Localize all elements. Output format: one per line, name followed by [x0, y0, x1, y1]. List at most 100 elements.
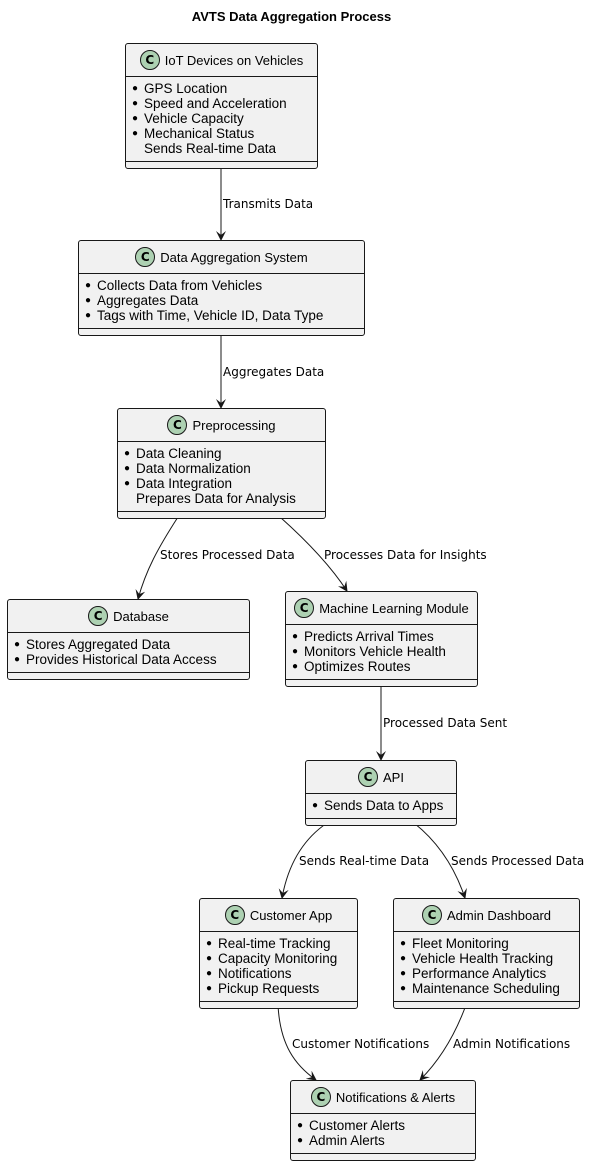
class-c-icon: C [358, 767, 379, 787]
attribute-text: Optimizes Routes [304, 659, 411, 674]
edge-label-api-customer: Sends Real-time Data [299, 854, 429, 868]
bullet-icon: ● [132, 113, 139, 124]
class-name: IoT Devices on Vehicles [164, 52, 304, 68]
class-methods [291, 1153, 475, 1160]
attribute-row: ●Maintenance Scheduling [400, 981, 573, 996]
class-c-icon: C [135, 247, 156, 267]
edge-preprocessing-ml [279, 516, 348, 592]
class-attributes: ●Data Cleaning●Data Normalization●Data I… [118, 442, 325, 511]
class-methods [306, 818, 456, 825]
attribute-text: Notifications [218, 966, 292, 981]
class-attributes: ● Fleet Monitoring ● Vehicle Health Trackin… [394, 932, 579, 1001]
attribute-row: ●Pickup Requests [206, 981, 351, 996]
class-name: Data Aggregation System [160, 249, 308, 265]
bullet-icon: ● [400, 983, 407, 994]
class-methods [394, 1001, 579, 1008]
class-attributes: ●GPS Location●Speed and Acceleration●Veh… [126, 77, 317, 161]
attribute-text: Tags with Time, Vehicle ID, Data Type [97, 308, 324, 323]
note-text: Sends Real-time Data [144, 141, 277, 156]
attribute-text: Vehicle Capacity [144, 111, 244, 126]
attribute-text: Provides Historical Data Access [26, 652, 217, 667]
diagram-title: AVTS Data Aggregation Process [191, 9, 392, 24]
class-methods [118, 511, 325, 518]
note-indent [132, 141, 144, 156]
attribute-row: ●Aggregates Data [85, 293, 358, 308]
bullet-icon: ● [14, 639, 21, 650]
attribute-row: ●GPS Location [132, 81, 311, 96]
class-name: Admin Dashboard [446, 907, 552, 923]
edge-label-preprocessing-ml: Processes Data for Insights [324, 548, 487, 562]
attribute-row: ●Predicts Arrival Times [292, 629, 471, 644]
edge-customer-notifications [277, 1004, 317, 1081]
attribute-row: ●Capacity Monitoring [206, 951, 351, 966]
attribute-row: ●Real-time Tracking [206, 936, 351, 951]
edge-label-preprocessing-database: Stores Processed Data [160, 548, 295, 562]
class-c-icon: C [310, 1087, 331, 1107]
attribute-text: Data Integration [136, 476, 233, 491]
bullet-icon: ● [85, 310, 92, 321]
edge-label-admin-notifications: Admin Notifications [453, 1037, 570, 1051]
attribute-text: Speed and Acceleration [144, 96, 287, 111]
attribute-row: ●Notifications [206, 966, 351, 981]
edge-api-customer [278, 822, 328, 899]
class-name: Database [113, 608, 169, 624]
bullet-icon: ● [292, 661, 299, 672]
class-attributes: ● Sends Data to Apps [306, 794, 456, 818]
edge-preprocessing-database [135, 516, 179, 600]
attribute-text: Real-time Tracking [218, 936, 331, 951]
attribute-row: ●Admin Alerts [297, 1133, 469, 1148]
class-name: Preprocessing [192, 417, 276, 433]
class-name: Customer App [249, 907, 333, 923]
attribute-text: Mechanical Status [144, 126, 255, 141]
attribute-text: Data Cleaning [136, 446, 222, 461]
edge-admin-notifications [419, 1004, 467, 1081]
attribute-row: ●Data Cleaning [124, 446, 319, 461]
class-attributes: ●Customer Alerts●Admin Alerts [291, 1114, 475, 1153]
class-name: Machine Learning Module [319, 600, 469, 616]
attribute-text: Pickup Requests [218, 981, 320, 996]
bullet-icon: ● [400, 953, 407, 964]
attribute-text: Predicts Arrival Times [304, 629, 434, 644]
bullet-icon: ● [124, 463, 131, 474]
attribute-text: Vehicle Health Tracking [412, 951, 554, 966]
class-attributes: ●Predicts Arrival Times●Monitors Vehicle… [286, 625, 477, 679]
edge-label-iot-aggregation: Transmits Data [222, 197, 313, 211]
attribute-row: ●Speed and Acceleration [132, 96, 311, 111]
class-name: Notifications & Alerts [335, 1089, 456, 1105]
bullet-icon: ● [14, 654, 21, 665]
edge-label-aggregation-preprocessing: Aggregates Data [223, 365, 324, 379]
edge-label-customer-notifications: Customer Notifications [292, 1037, 429, 1051]
class-attributes: ●Collects Data from Vehicles●Aggregates … [79, 274, 364, 328]
attribute-row: ● Vehicle Capacity [132, 111, 311, 126]
class-methods [286, 679, 477, 686]
bullet-icon: ● [132, 128, 139, 139]
class-attributes: ●Real-time Tracking●Capacity Monitoring●… [200, 932, 357, 1001]
attribute-text: Aggregates Data [97, 293, 199, 308]
attribute-text: Fleet Monitoring [412, 936, 509, 951]
note-text: Prepares Data for Analysis [136, 491, 296, 506]
bullet-icon: ● [132, 83, 139, 94]
bullet-icon: ● [297, 1120, 304, 1131]
attribute-row: ●Customer Alerts [297, 1118, 469, 1133]
bullet-icon: ● [312, 800, 319, 811]
attribute-text: Data Normalization [136, 461, 251, 476]
class-methods [8, 672, 249, 679]
attribute-text: Sends Data to Apps [324, 798, 444, 813]
note-row: Sends Real-time Data [132, 141, 311, 156]
class-c-icon: C [224, 905, 245, 925]
